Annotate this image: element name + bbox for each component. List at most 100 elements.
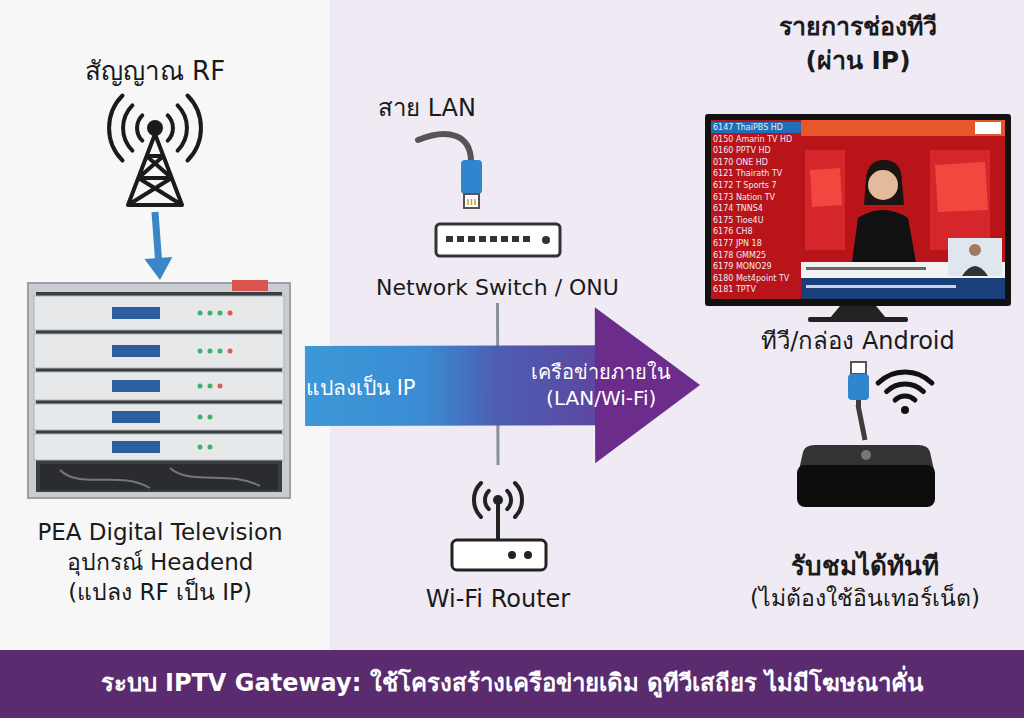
connector-line bbox=[155, 212, 159, 260]
node-heading: รายการช่องทีวี (ผ่าน IP) bbox=[763, 10, 953, 78]
router-icon-part bbox=[493, 495, 503, 505]
headend-rack-part-part bbox=[198, 415, 203, 420]
headend-rack-part bbox=[112, 441, 160, 453]
node-body: อุปกรณ์ Headend (แปลง RF เป็น IP) bbox=[60, 548, 260, 608]
channel-row: 6178 GMM25 bbox=[711, 250, 801, 261]
lan-cable-icon bbox=[418, 134, 482, 208]
router-icon-part bbox=[508, 551, 516, 559]
tv-icon-part bbox=[830, 306, 886, 318]
ip-flow-arrow bbox=[305, 307, 700, 463]
switch-icon-part-part bbox=[512, 236, 519, 242]
headend-rack-part bbox=[34, 434, 284, 460]
channel-row: 6173 Nation TV bbox=[711, 192, 801, 203]
headend-rack-part-part bbox=[198, 311, 203, 316]
tv-plug-icon-part bbox=[851, 362, 866, 374]
headend-rack-part-part bbox=[228, 349, 233, 354]
cable-label: สาย LAN bbox=[378, 88, 476, 127]
headend-rack-part bbox=[34, 296, 284, 330]
headend-rack-part-part bbox=[218, 384, 223, 389]
switch-icon-part bbox=[436, 224, 560, 256]
node-heading: สัญญาณ RF bbox=[85, 55, 225, 89]
tower-icon-part bbox=[109, 96, 142, 161]
tv-icon-part bbox=[801, 120, 1005, 136]
headend-rack-part-part bbox=[198, 349, 203, 354]
switch-icon-part-part bbox=[490, 236, 497, 242]
tv-icon-part bbox=[711, 120, 1005, 299]
tv-icon-part bbox=[948, 238, 1002, 276]
wifi-router: Wi-Fi Router bbox=[398, 465, 598, 615]
channel-row: 0170 ONE HD bbox=[711, 157, 801, 168]
headend-rack-part-part bbox=[208, 349, 213, 354]
switch-icon-part-part bbox=[468, 236, 475, 242]
channel-row: 0160 PPTV HD bbox=[711, 145, 801, 156]
switch-icon bbox=[436, 224, 560, 256]
tv-icon bbox=[705, 114, 1011, 322]
headend-rack-part bbox=[34, 334, 284, 368]
switch-icon-part-part bbox=[457, 236, 464, 242]
channel-row: 6181 TPTV bbox=[711, 284, 801, 295]
lan-cable-icon-part bbox=[461, 160, 482, 194]
headend-rack-part-part bbox=[198, 384, 203, 389]
headend-rack-part-part bbox=[208, 311, 213, 316]
tower-icon-part bbox=[128, 134, 182, 205]
router-icon-part bbox=[524, 551, 532, 559]
headend-rack-part bbox=[28, 283, 290, 498]
router-icon-part-part bbox=[496, 505, 500, 540]
tv-icon-part bbox=[852, 210, 916, 262]
tv-icon-part bbox=[864, 160, 904, 205]
headend-rack-part bbox=[198, 311, 223, 450]
switch-icon-part-part bbox=[446, 236, 453, 242]
headend-rack: PEA Digital Televisionอุปกรณ์ Headend (แ… bbox=[15, 280, 305, 610]
connector-line bbox=[858, 405, 865, 440]
switch-icon-part-part bbox=[479, 236, 486, 242]
antenna-tower: สัญญาณ RF bbox=[55, 55, 255, 212]
connector-line bbox=[305, 345, 606, 426]
node-heading: Wi-Fi Router bbox=[426, 584, 570, 615]
edge-label: เครือข่ายภายใน (LAN/Wi-Fi) bbox=[516, 359, 686, 411]
headend-rack-part bbox=[112, 411, 160, 423]
node-heading: Network Switch / ONU bbox=[376, 274, 619, 303]
node-body: (ไม่ต้องใช้อินเทอร์เน็ต) bbox=[750, 584, 980, 614]
tv-plug-icon bbox=[848, 362, 869, 408]
channel-row: 6175 Tioe4U bbox=[711, 215, 801, 226]
node-body: ทีวี/กล่อง Android bbox=[761, 326, 955, 357]
switch-icon-part-part bbox=[523, 236, 530, 242]
node-heading: รับชมได้ทันที bbox=[791, 550, 939, 584]
tower-icon-part bbox=[168, 96, 201, 161]
headend-rack-part-part bbox=[228, 311, 233, 316]
headend-rack-part bbox=[60, 468, 260, 488]
tv-icon-part bbox=[962, 266, 988, 276]
arrow-head bbox=[144, 257, 172, 280]
channel-row: 6121 Thairath TV bbox=[711, 168, 801, 179]
tv-icon-part bbox=[806, 285, 956, 288]
headend-rack-part bbox=[34, 404, 284, 430]
tv-icon-part bbox=[969, 244, 981, 256]
node-heading: PEA Digital Television bbox=[37, 518, 282, 548]
channel-row: 0150 Amarin TV HD bbox=[711, 134, 801, 145]
edge-group bbox=[144, 212, 865, 465]
router-icon-part bbox=[452, 540, 546, 570]
router-icon-part-part bbox=[507, 483, 522, 517]
channel-row: 6174 TNNS4 bbox=[711, 203, 801, 214]
switch-icon-part bbox=[446, 236, 530, 242]
headend-rack-part-part bbox=[208, 445, 213, 450]
signal-arrow bbox=[144, 212, 172, 280]
lan-cable-icon-part bbox=[464, 194, 479, 208]
lan-cable-icon-part bbox=[468, 199, 475, 205]
lan-cable-icon-part bbox=[418, 134, 471, 162]
flow-label: แปลงเป็น IP bbox=[306, 371, 416, 404]
headend-rack-part-part bbox=[198, 445, 203, 450]
channel-row: 6176 CH8 bbox=[711, 226, 801, 237]
tower-icon bbox=[109, 96, 201, 206]
channel-row: 6180 Met4point TV bbox=[711, 273, 801, 284]
network-switch: Network Switch / ONU bbox=[350, 215, 645, 303]
channel-row: 6179 MONO29 bbox=[711, 261, 801, 272]
router-icon-part bbox=[474, 483, 522, 540]
android-box-icon-part bbox=[861, 450, 871, 460]
headend-rack-part bbox=[112, 345, 160, 357]
headend-rack-part bbox=[112, 307, 160, 319]
router-icon-part-part bbox=[474, 483, 489, 517]
